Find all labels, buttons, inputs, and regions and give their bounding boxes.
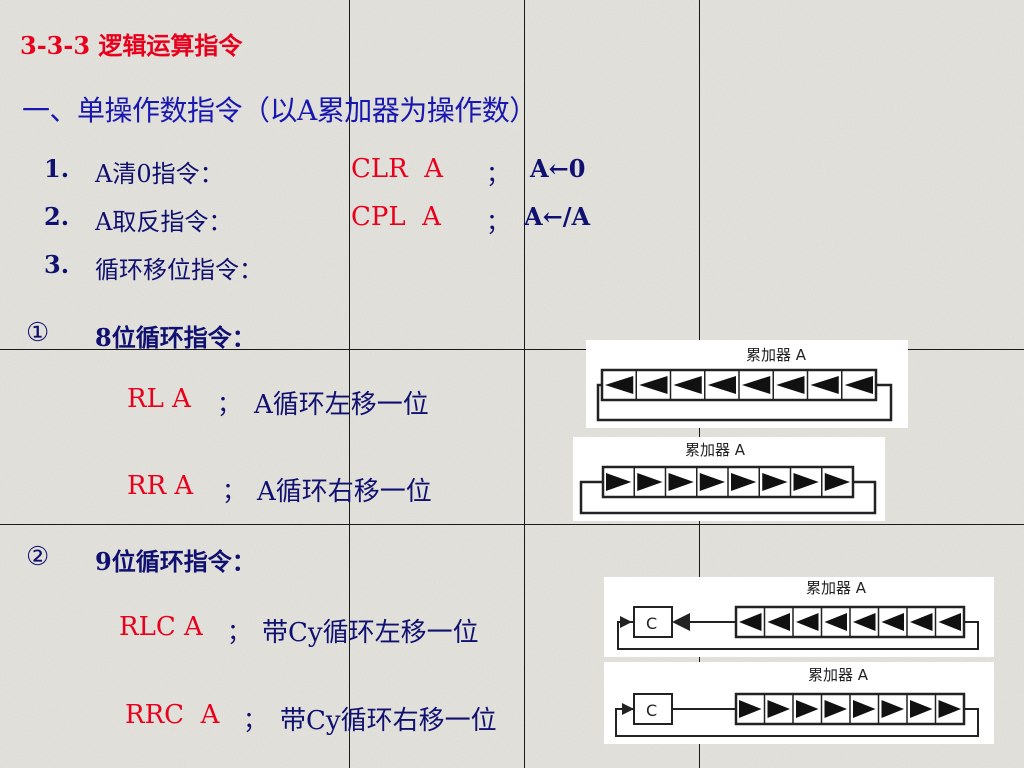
arrow-right-icon (910, 700, 933, 718)
grid-horizontal-line-1 (0, 349, 1024, 350)
arrow-right-icon (881, 700, 904, 718)
arrow-left-icon (776, 376, 805, 394)
accumulator-label: 累加器 A (746, 346, 807, 364)
separator: ； (486, 208, 510, 236)
grid-vertical-line-1 (349, 0, 350, 768)
grid-horizontal-line-2 (0, 524, 1024, 525)
item-label: A取反指令： (95, 208, 233, 236)
arrow-right-icon (699, 473, 725, 491)
arrow-left-icon (853, 613, 876, 631)
arrow-right-icon (762, 473, 788, 491)
arrow-left-icon (910, 613, 933, 631)
instruction-desc-rl: A循环左移一位 (254, 390, 429, 420)
separator: ； (222, 477, 246, 505)
arrow-left-icon (767, 613, 790, 631)
diagram-rlc: 累加器 A C (604, 577, 994, 657)
item-label: 循环移位指令： (95, 256, 263, 284)
subsection-label-9bit: 9位循环指令： (95, 547, 256, 576)
instruction-code-cpl: CPL A (351, 202, 441, 232)
instruction-code-clr: CLR A (351, 154, 444, 184)
arrow-left-icon (673, 376, 702, 394)
diagram-rl: 累加器 A (586, 340, 908, 428)
item-number: 2. (44, 202, 70, 231)
instruction-desc-rlc: 带Cy循环左移一位 (262, 618, 479, 648)
instruction-code-rlc: RLC A (119, 612, 203, 642)
arrow-right-icon (637, 473, 663, 491)
separator: ； (227, 618, 251, 646)
arrow-left-icon (672, 613, 690, 631)
arrow-right-icon (606, 473, 632, 491)
accumulator-cells (606, 467, 850, 497)
subsection-marker-1: ① (26, 318, 50, 348)
separator: ； (486, 160, 510, 188)
arrow-left-icon (639, 376, 668, 394)
arrow-left-icon (742, 376, 771, 394)
carry-flag-label: C (646, 614, 657, 633)
page-heading: 一、单操作数指令（以A累加器为操作数） (22, 94, 537, 127)
arrow-left-icon (881, 613, 904, 631)
arrow-right-icon (739, 700, 762, 718)
arrow-right-icon (668, 473, 694, 491)
arrow-right-icon (938, 700, 961, 718)
diagram-rl-svg: 累加器 A (596, 346, 893, 422)
arrow-left-icon (938, 613, 961, 631)
separator: ； (243, 706, 267, 734)
diagram-rrc-svg: 累加器 A C (615, 666, 979, 737)
item-effect: A←0 (530, 154, 586, 183)
subsection-label-8bit: 8位循环指令： (95, 323, 256, 352)
arrow-left-icon (707, 376, 736, 394)
arrow-right-icon (622, 703, 634, 715)
accumulator-cells (739, 694, 961, 724)
arrow-right-icon (767, 700, 790, 718)
diagram-rr: 累加器 A (573, 437, 885, 521)
arrow-left-icon (810, 376, 839, 394)
item-label: A清0指令： (95, 160, 224, 188)
instruction-code-rl: RL A (127, 384, 191, 414)
arrow-left-icon (844, 376, 873, 394)
instruction-desc-rr: A循环右移一位 (257, 477, 432, 507)
accumulator-label: 累加器 A (685, 441, 746, 459)
item-number: 1. (44, 154, 70, 183)
separator: ； (217, 390, 241, 418)
accumulator-label: 累加器 A (806, 579, 867, 597)
arrow-right-icon (793, 473, 819, 491)
grid-vertical-line-2 (524, 0, 525, 768)
diagram-rr-svg: 累加器 A (579, 441, 877, 515)
accumulator-label: 累加器 A (808, 666, 869, 684)
arrow-left-icon (739, 613, 762, 631)
diagram-rrc: 累加器 A C (604, 662, 994, 744)
arrow-right-icon (853, 700, 876, 718)
arrow-left-icon (605, 376, 634, 394)
section-title: 3-3-3 逻辑运算指令 (20, 31, 243, 60)
arrow-right-icon (796, 700, 819, 718)
item-number: 3. (44, 250, 70, 279)
instruction-code-rr: RR A (127, 471, 194, 501)
item-effect: A←/A (524, 202, 591, 231)
accumulator-cells (605, 370, 873, 400)
arrow-right-icon (620, 616, 632, 628)
carry-flag-label: C (646, 701, 657, 720)
instruction-desc-rrc: 带Cy循环右移一位 (280, 706, 497, 736)
arrow-right-icon (731, 473, 757, 491)
accumulator-cells (739, 607, 961, 637)
diagram-rlc-svg: 累加器 A C (617, 579, 979, 650)
arrow-right-icon (824, 473, 850, 491)
arrow-left-icon (796, 613, 819, 631)
instruction-code-rrc: RRC A (125, 700, 220, 730)
arrow-left-icon (824, 613, 847, 631)
subsection-marker-2: ② (26, 542, 50, 572)
arrow-right-icon (824, 700, 847, 718)
